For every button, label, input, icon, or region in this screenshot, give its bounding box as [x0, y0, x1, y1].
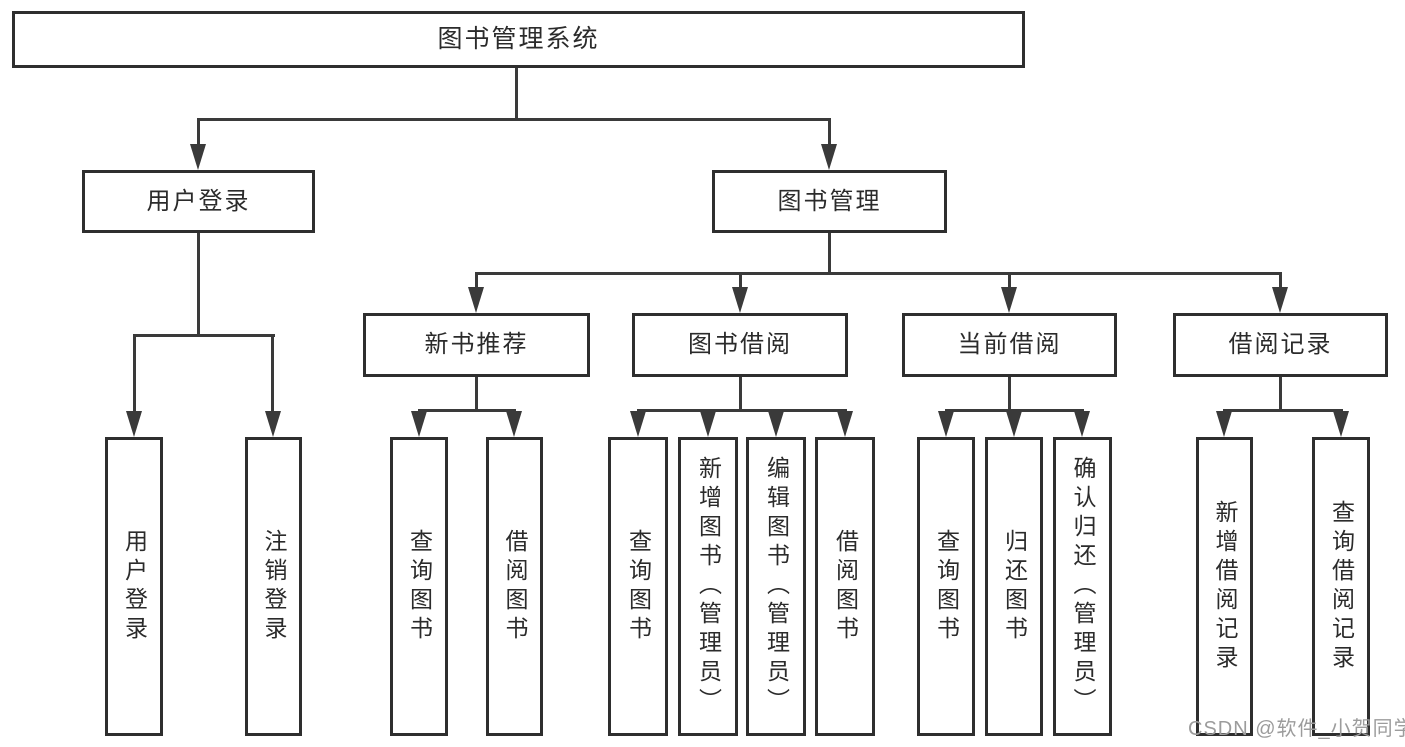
leaf-query-borrow-record: 查询借阅记录 [1312, 437, 1370, 736]
connector-line [739, 377, 742, 411]
node-new-book-recommend: 新书推荐 [363, 313, 590, 377]
connector-line [637, 409, 847, 412]
connector-line [828, 233, 831, 275]
connector-line [133, 334, 136, 414]
node-book-borrowing: 图书借阅 [632, 313, 848, 377]
node-label: 图书管理系统 [437, 25, 600, 53]
node-label: 借阅图书 [502, 528, 528, 645]
node-label: 新书推荐 [424, 331, 529, 358]
watermark: CSDN @软件_小贺同学 [1188, 718, 1405, 740]
arrowhead-down [938, 411, 954, 437]
node-label: 借阅记录 [1228, 331, 1333, 358]
arrowhead-down [732, 287, 748, 313]
arrowhead-down [821, 144, 837, 170]
node-book-management: 图书管理 [712, 170, 947, 233]
connector-line [1223, 409, 1343, 412]
leaf-borrow-books-recommend: 借阅图书 [486, 437, 543, 736]
arrowhead-down [411, 411, 427, 437]
node-label: 用户登录 [121, 528, 148, 645]
node-label: 新增图书（管理员） [695, 456, 722, 717]
node-label: 查询图书 [406, 528, 433, 645]
connector-line [515, 68, 518, 120]
arrowhead-down [468, 287, 484, 313]
leaf-user-login: 用户登录 [105, 437, 163, 736]
leaf-add-borrow-record: 新增借阅记录 [1196, 437, 1253, 736]
leaf-confirm-return-admin: 确认归还（管理员） [1053, 437, 1112, 736]
connector-line [271, 334, 274, 414]
node-label: 确认归还（管理员） [1070, 456, 1096, 717]
arrowhead-down [630, 411, 646, 437]
arrowhead-down [837, 411, 853, 437]
arrowhead-down [190, 144, 206, 170]
arrowhead-down [506, 411, 522, 437]
connector-line [1279, 377, 1282, 411]
connector-line [418, 409, 516, 412]
leaf-return-books: 归还图书 [985, 437, 1043, 736]
leaf-edit-books-admin: 编辑图书（管理员） [746, 437, 806, 736]
node-label: 图书管理 [777, 187, 882, 215]
node-library-system: 图书管理系统 [12, 11, 1025, 68]
node-borrowing-records: 借阅记录 [1173, 313, 1388, 377]
connector-line [1008, 377, 1011, 411]
connector-line [945, 409, 1084, 412]
node-label: 图书借阅 [688, 331, 792, 358]
leaf-borrow-books: 借阅图书 [815, 437, 875, 736]
node-label: 查询图书 [625, 528, 652, 645]
connector-line [475, 377, 478, 411]
node-label: 编辑图书（管理员） [763, 456, 790, 717]
connector-line [739, 272, 742, 290]
connector-line [475, 272, 478, 290]
arrowhead-down [265, 411, 281, 437]
leaf-query-books-current: 查询图书 [917, 437, 975, 736]
connector-line [197, 233, 200, 337]
node-label: 查询借阅记录 [1328, 499, 1355, 674]
arrowhead-down [1074, 411, 1090, 437]
node-current-borrowing: 当前借阅 [902, 313, 1117, 377]
node-label: 归还图书 [1001, 528, 1028, 645]
arrowhead-down [1006, 411, 1022, 437]
arrowhead-down [1333, 411, 1349, 437]
leaf-logout: 注销登录 [245, 437, 302, 736]
node-label: 当前借阅 [957, 331, 1062, 358]
connector-line [197, 118, 200, 148]
arrowhead-down [1272, 287, 1288, 313]
node-label: 查询图书 [933, 528, 960, 645]
leaf-query-books-recommend: 查询图书 [390, 437, 448, 736]
node-label: 注销登录 [261, 528, 287, 645]
node-label: 用户登录 [146, 187, 251, 215]
connector-line [1279, 272, 1282, 290]
leaf-query-books-borrow: 查询图书 [608, 437, 668, 736]
node-user-login: 用户登录 [82, 170, 315, 233]
arrowhead-down [768, 411, 784, 437]
arrowhead-down [1216, 411, 1232, 437]
connector-line [1008, 272, 1011, 290]
arrowhead-down [700, 411, 716, 437]
arrowhead-down [126, 411, 142, 437]
connector-line [475, 272, 1281, 275]
connector-line [828, 118, 831, 148]
leaf-add-books-admin: 新增图书（管理员） [678, 437, 738, 736]
node-label: 借阅图书 [832, 528, 859, 645]
node-label: 新增借阅记录 [1212, 499, 1238, 674]
arrowhead-down [1001, 287, 1017, 313]
connector-line [197, 118, 831, 121]
connector-line [133, 334, 275, 337]
